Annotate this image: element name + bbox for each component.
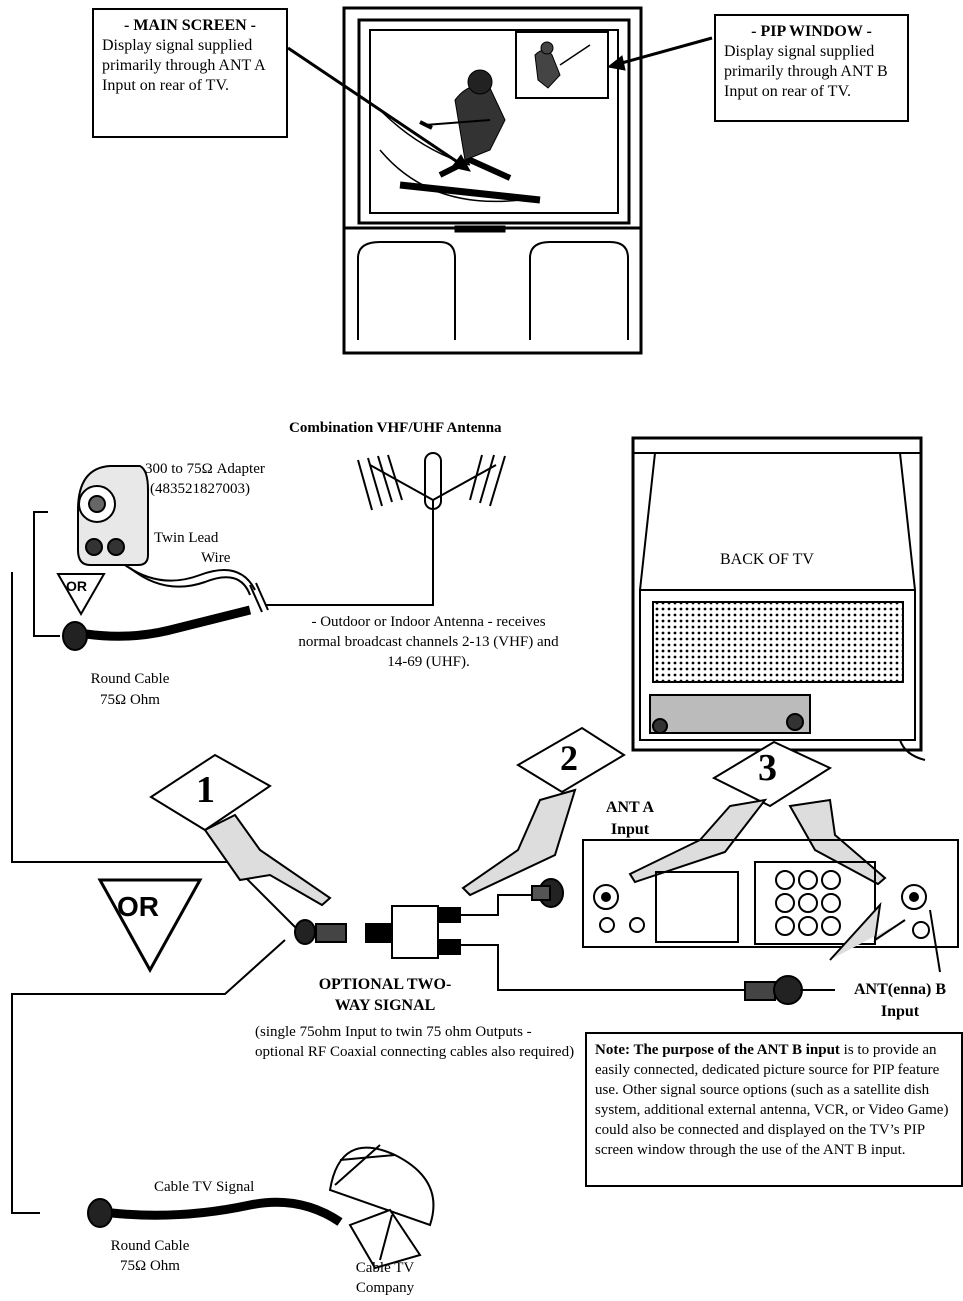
pip-window-description: Display signal supplied primarily throug… <box>724 43 888 100</box>
ant-b-note: Note: The purpose of the ANT B input is … <box>585 1032 963 1187</box>
step-3-number: 3 <box>758 748 777 788</box>
splitter-description: (single 75ohm Input to twin 75 ohm Outpu… <box>255 1022 575 1062</box>
main-screen-callout: - MAIN SCREEN - Display signal supplied … <box>92 8 288 138</box>
adapter-part-number: (483521827003) <box>150 479 250 499</box>
ant-a-label-1: ANT A <box>590 798 670 818</box>
splitter-title-1: OPTIONAL TWO- <box>300 975 470 995</box>
antenna-illustration <box>250 453 505 612</box>
round-cable-bottom-label-2: 75Ω Ohm <box>80 1256 220 1276</box>
cable-tv-signal-label: Cable TV Signal <box>154 1177 254 1197</box>
back-of-tv-label: BACK OF TV <box>720 550 814 570</box>
rear-connection-panel <box>583 840 958 972</box>
antenna-title: Combination VHF/UHF Antenna <box>289 418 502 438</box>
round-cable-top-label-2: 75Ω Ohm <box>60 690 200 710</box>
splitter-title-2: WAY SIGNAL <box>300 996 470 1016</box>
callout-arrows <box>288 38 712 171</box>
or-label-large: OR <box>117 892 159 922</box>
ant-b-label-2: Input <box>840 1002 960 1022</box>
step-2-number: 2 <box>560 738 578 778</box>
round-cable-bottom-label-1: Round Cable <box>80 1236 220 1256</box>
cable-tv-company-label-1: Cable TV <box>330 1258 440 1278</box>
round-cable-top-label-1: Round Cable <box>60 669 200 689</box>
cable-tv-company-label-2: Company <box>330 1278 440 1298</box>
tv-front-illustration <box>344 8 641 353</box>
or-label-small: OR <box>66 576 87 596</box>
tv-back-illustration <box>633 438 925 760</box>
pip-window-callout: - PIP WINDOW - Display signal supplied p… <box>714 14 909 122</box>
main-screen-title: - MAIN SCREEN - <box>102 16 278 36</box>
main-screen-description: Display signal supplied primarily throug… <box>102 37 265 94</box>
note-body: is to provide an easily connected, dedic… <box>595 1042 948 1158</box>
adapter-label: 300 to 75Ω Adapter <box>145 459 265 479</box>
antenna-description: - Outdoor or Indoor Antenna - receives n… <box>296 612 561 672</box>
twin-lead-label-2: Wire <box>201 548 230 568</box>
step-1-number: 1 <box>196 770 215 810</box>
ant-a-label-2: Input <box>590 820 670 840</box>
twin-lead-label-1: Twin Lead <box>154 528 218 548</box>
ant-b-label-1: ANT(enna) B <box>840 980 960 1000</box>
note-lead: Note: The purpose of the ANT B input <box>595 1042 840 1058</box>
pip-window-title: - PIP WINDOW - <box>724 22 899 42</box>
